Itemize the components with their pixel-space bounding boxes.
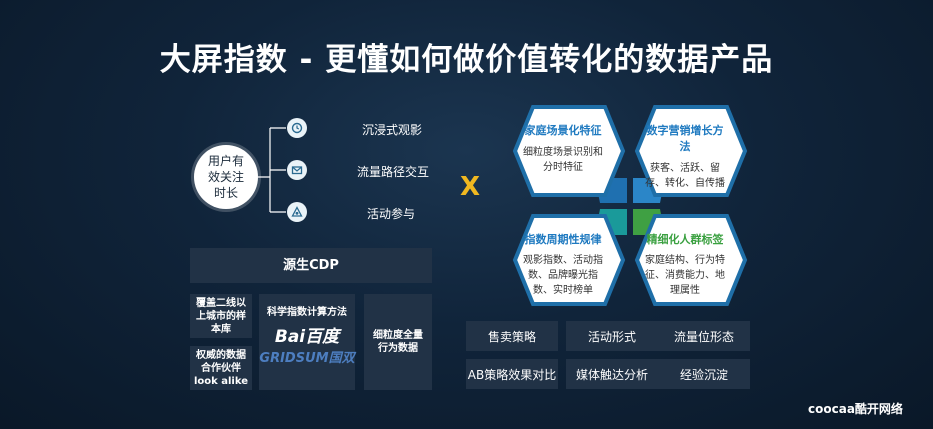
hex-index-cycle-content: 指数周期性规律 观影指数、活动指数、品牌曝光指数、实时榜单 [520, 231, 606, 298]
authority-label: 权威的数据合作伙伴 look alike [193, 349, 249, 387]
granular-behavior-label: 细粒度全量行为数据 [373, 330, 423, 354]
hex-crowd-tags-content: 精细化人群标签 家庭结构、行为特征、消费能力、地理属性 [642, 231, 728, 298]
multiply-symbol: X [460, 172, 481, 202]
branch-immersive-viewing: 沉浸式观影 [362, 123, 423, 137]
baidu-logo: Bai百度 [274, 327, 340, 347]
method-box: 科学指数计算方法 Bai百度 GRIDSUM国双 [259, 294, 355, 390]
coocaa-logo: coocaa酷开网络 [808, 402, 903, 416]
user-attention-circle: 用户有效关注时长 [194, 145, 258, 209]
pill-traffic-slot: 流量位形态 [658, 321, 750, 351]
hex-crowd-tags [634, 214, 748, 306]
hex-growth-method [634, 105, 748, 197]
pill-activity-form: 活动形式 [566, 321, 658, 351]
hex-crowd-tags-title: 精细化人群标签 [646, 233, 724, 246]
user-attention-label: 用户有效关注时长 [207, 154, 244, 200]
branch-traffic-path: 流量路径交互 [357, 165, 430, 179]
page-title: 大屏指数 - 更懂如何做价值转化的数据产品 [159, 42, 774, 78]
mail-icon [287, 160, 307, 180]
hex-growth-method-content: 数字营销增长方法 获客、活跃、留存、转化、自传播 [643, 122, 727, 191]
branch-connectors [258, 127, 286, 213]
authority-box: 权威的数据合作伙伴 look alike [190, 346, 252, 390]
hex-index-cycle-body: 观影指数、活动指数、品牌曝光指数、实时榜单 [523, 255, 603, 296]
coverage-box: 覆盖二线以上城市的样本库 [190, 294, 252, 338]
hex-growth-method-body: 获客、活跃、留存、转化、自传播 [645, 163, 725, 189]
hex-family-scene-body: 细粒度场景识别和分时特征 [523, 147, 603, 173]
pill-media-reach: 媒体触达分析 [566, 359, 658, 389]
hex-index-cycle-title: 指数周期性规律 [524, 233, 602, 246]
activity-icon [287, 202, 307, 222]
branch-activity-participation: 活动参与 [367, 207, 416, 221]
hex-family-scene [512, 105, 626, 197]
pill-ab-comparison: AB策略效果对比 [466, 359, 558, 389]
cdp-bar: 源生CDP [190, 248, 432, 283]
hex-family-scene-title: 家庭场景化特征 [524, 124, 602, 137]
pill-sales-strategy: 售卖策略 [466, 321, 558, 351]
method-label: 科学指数计算方法 [267, 307, 347, 318]
hex-family-scene-content: 家庭场景化特征 细粒度场景识别和分时特征 [521, 122, 605, 175]
hexagon-cluster [512, 105, 748, 306]
gridsum-logo: GRIDSUM国双 [259, 351, 355, 366]
granular-behavior-box: 细粒度全量行为数据 [364, 294, 432, 390]
clock-icon [287, 118, 307, 138]
hex-index-cycle [512, 214, 626, 306]
hex-growth-method-title: 数字营销增长方法 [646, 124, 724, 153]
hex-crowd-tags-body: 家庭结构、行为特征、消费能力、地理属性 [645, 255, 725, 296]
pill-experience: 经验沉淀 [658, 359, 750, 389]
coverage-label: 覆盖二线以上城市的样本库 [196, 297, 246, 335]
